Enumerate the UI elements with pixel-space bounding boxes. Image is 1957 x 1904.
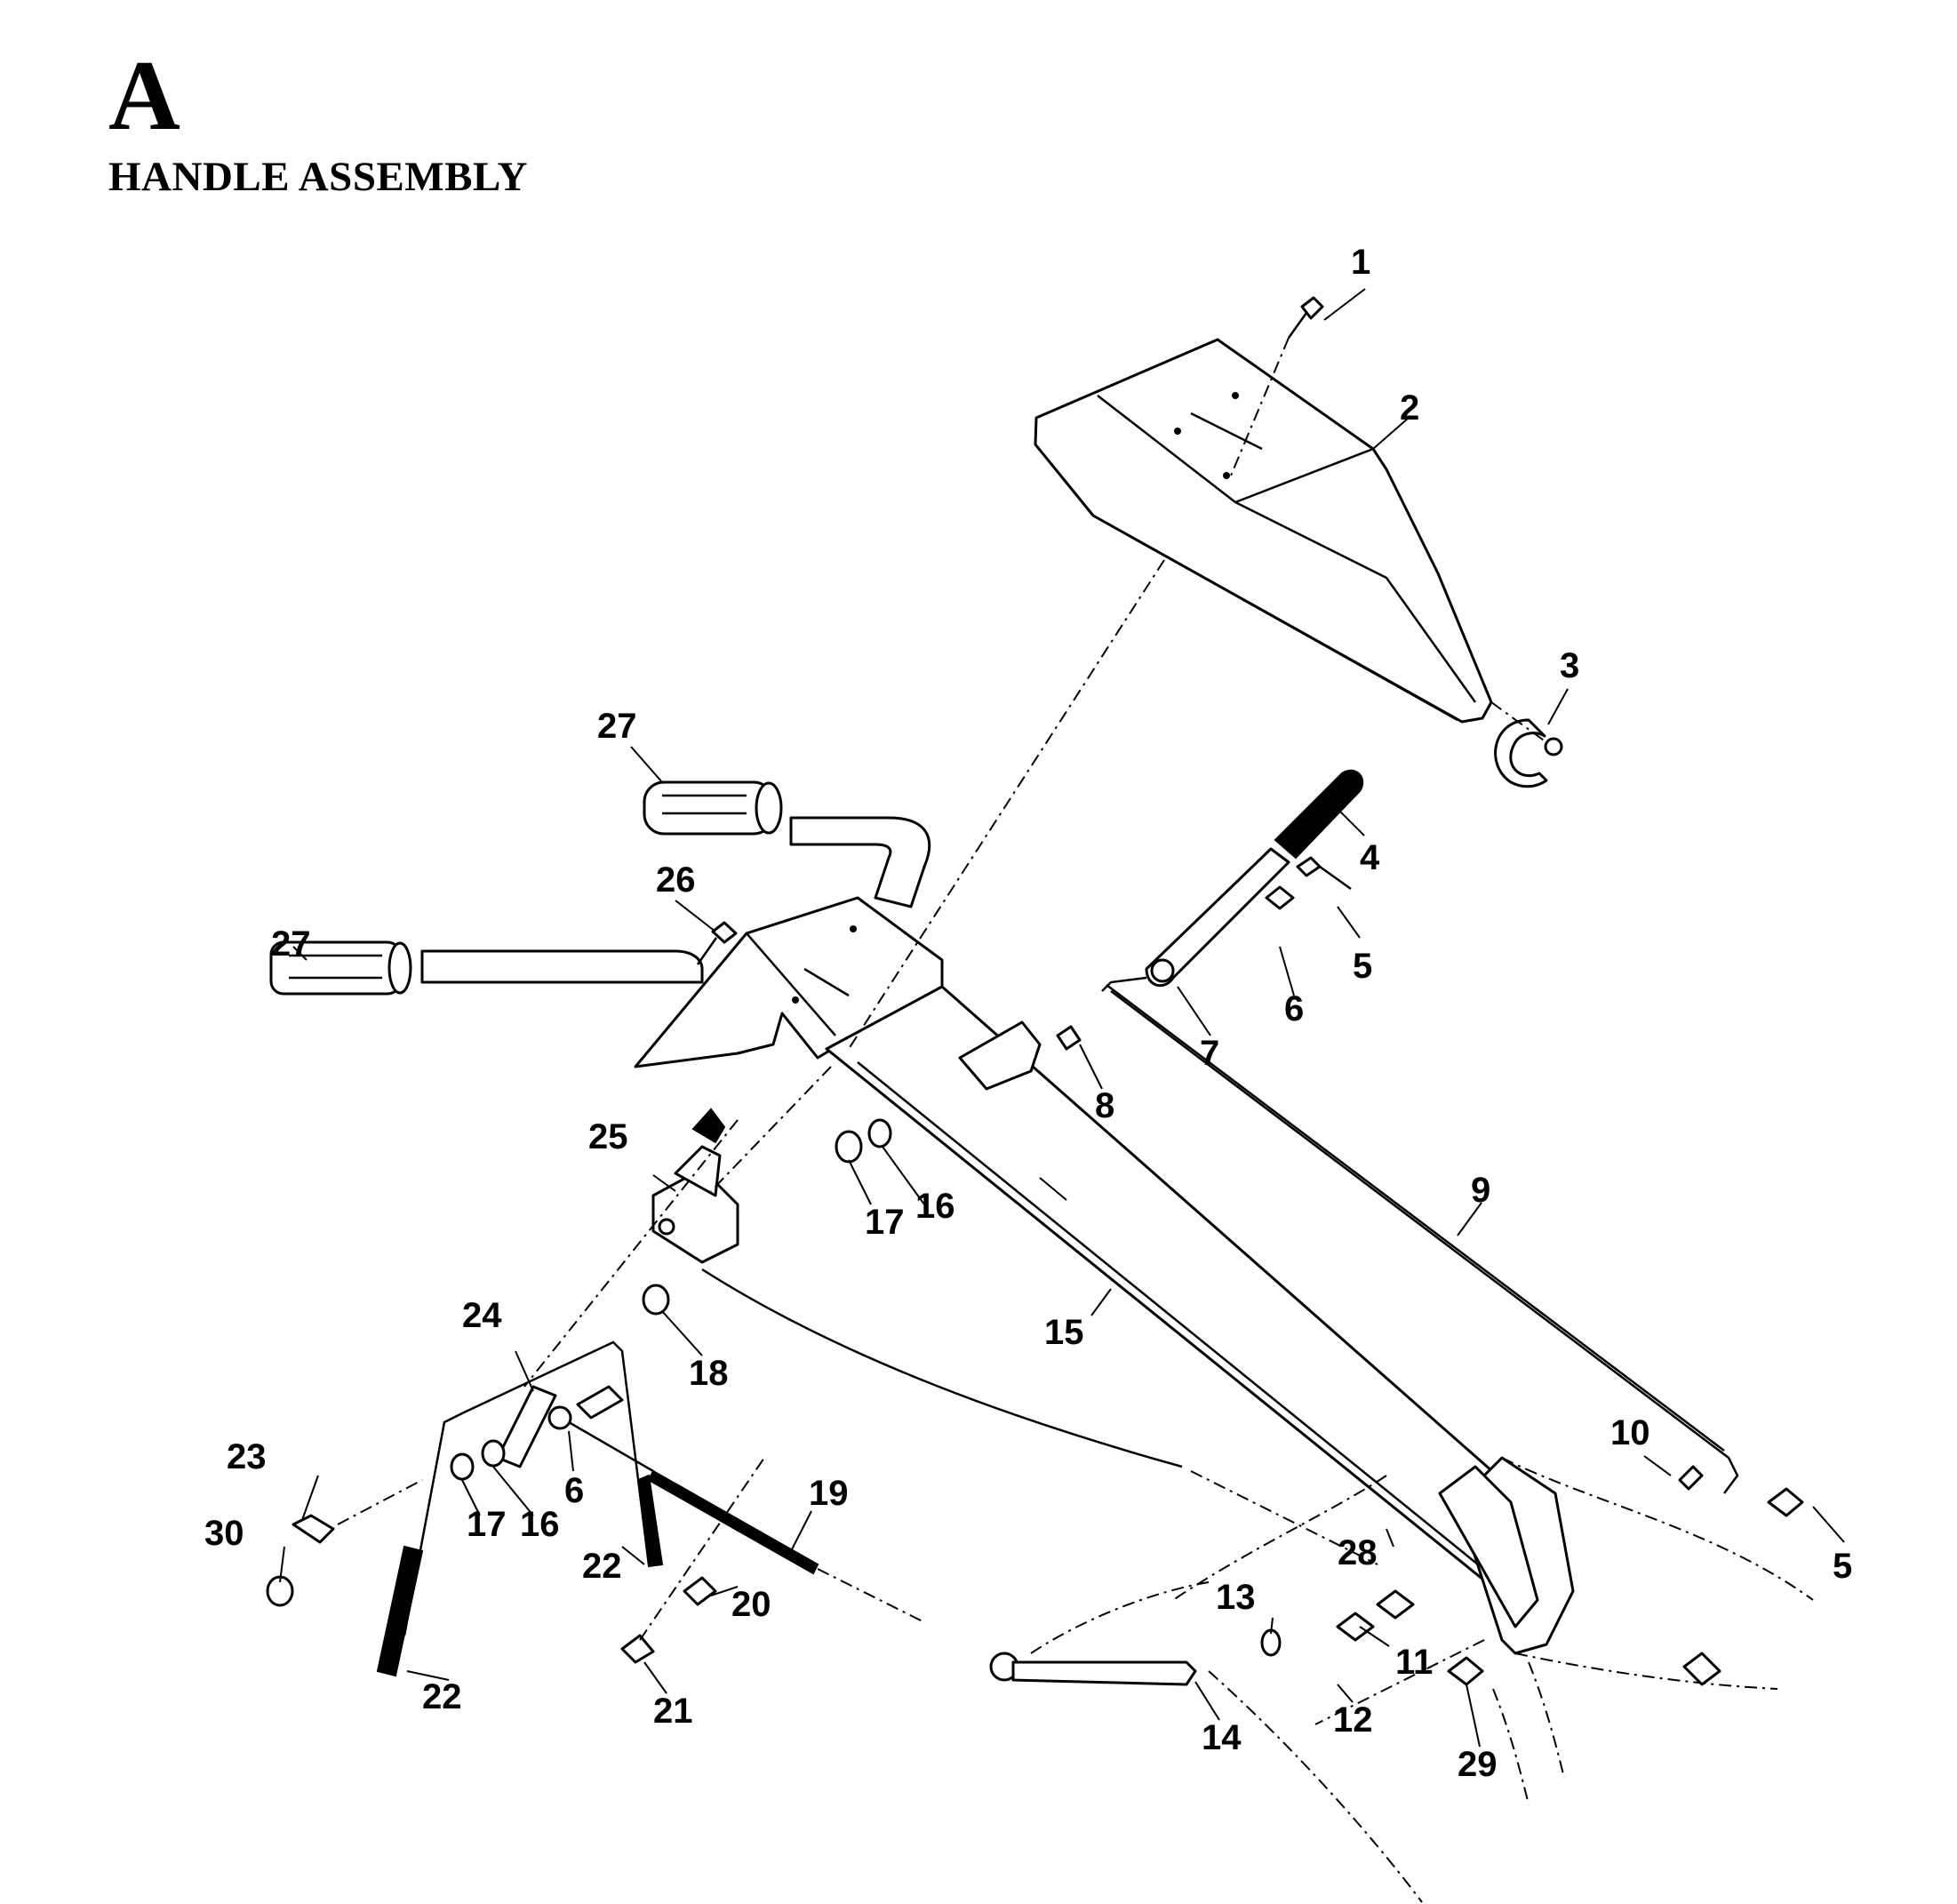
callout-5-upper: 5 <box>1353 947 1372 986</box>
shift-lever-part-7 <box>1145 847 1290 988</box>
washers-part-16-17-upper <box>835 1118 892 1164</box>
hardware-part-21 <box>620 1457 765 1664</box>
callout-25: 25 <box>588 1117 628 1156</box>
callout-1: 1 <box>1351 243 1370 282</box>
leader-mount-to-14 <box>1314 1639 1485 1725</box>
callout-8: 8 <box>1095 1086 1114 1125</box>
callout-30: 30 <box>204 1514 244 1553</box>
upper-handlebar <box>420 816 931 984</box>
hardware-part-6-upper <box>1265 885 1295 910</box>
shift-rod-part-9 <box>1101 976 1739 1494</box>
hardware-part-8 <box>1056 1025 1082 1051</box>
control-bracket-part-25 <box>651 1108 739 1264</box>
callout-20: 20 <box>731 1585 771 1624</box>
shift-knob-part-4 <box>1274 769 1364 860</box>
lower-mount-bracket <box>1172 1456 1814 1903</box>
spring-part-19 <box>568 1420 925 1623</box>
callout-26: 26 <box>656 860 696 900</box>
callout-15: 15 <box>1044 1313 1084 1352</box>
grip-part-22-left <box>376 1545 424 1677</box>
callout-23: 23 <box>227 1437 267 1476</box>
callout-11: 11 <box>1395 1643 1433 1682</box>
callout-27-upper: 27 <box>597 707 637 746</box>
grip-part-27-lower <box>269 940 412 996</box>
clip-part-3 <box>1490 701 1563 788</box>
screw-part-1 <box>1230 296 1324 476</box>
section-letter: A <box>108 41 180 151</box>
lever-part-14 <box>989 1581 1210 1686</box>
leader-25-to-24 <box>523 1119 739 1388</box>
hardware-part-20 <box>683 1576 717 1606</box>
callout-2: 2 <box>1400 388 1419 428</box>
callout-10: 10 <box>1610 1413 1650 1452</box>
screw-part-26 <box>696 921 738 965</box>
callout-3: 3 <box>1560 646 1579 685</box>
grip-part-22-right <box>636 1474 664 1568</box>
callout-5-lower: 5 <box>1833 1547 1852 1586</box>
hardware-part-5-upper <box>1296 856 1352 891</box>
callout-9: 9 <box>1471 1171 1490 1210</box>
callout-14: 14 <box>1202 1718 1242 1757</box>
callout-21: 21 <box>653 1692 693 1731</box>
washers-part-16-17-lower <box>450 1439 506 1481</box>
callout-27-lower: 27 <box>271 924 311 964</box>
main-tube-part-15 <box>825 985 1539 1593</box>
callout-4: 4 <box>1360 838 1380 877</box>
leader-bracket-to-25 <box>710 1066 832 1192</box>
callout-18: 18 <box>689 1354 729 1393</box>
callout-13: 13 <box>1216 1578 1256 1617</box>
callout-6-upper: 6 <box>1284 989 1304 1028</box>
shield-cover <box>1034 338 1493 724</box>
bail-lever-part-24 <box>403 1340 651 1636</box>
callout-16-upper: 16 <box>915 1187 955 1226</box>
callout-16-lower: 16 <box>520 1505 560 1544</box>
leader-2-to-bracket <box>848 559 1165 1050</box>
hardware-part-23 <box>292 1479 423 1544</box>
grip-part-27-upper <box>643 780 783 836</box>
callout-17-lower: 17 <box>467 1505 507 1544</box>
callout-29: 29 <box>1458 1745 1498 1784</box>
callout-19: 19 <box>809 1474 849 1513</box>
callout-28: 28 <box>1338 1533 1378 1572</box>
callout-22-lower: 22 <box>422 1677 462 1716</box>
callout-17-upper: 17 <box>865 1203 905 1242</box>
hardware-parts-11-13 <box>1260 1465 1804 1686</box>
control-cable <box>701 1268 1378 1565</box>
callout-22-upper: 22 <box>582 1547 622 1586</box>
callout-7: 7 <box>1200 1034 1219 1073</box>
callout-6-lower: 6 <box>564 1471 584 1510</box>
callout-24: 24 <box>462 1296 502 1335</box>
page-title: HANDLE ASSEMBLY <box>108 154 528 200</box>
nut-part-18 <box>642 1284 670 1316</box>
callout-12: 12 <box>1333 1700 1373 1740</box>
